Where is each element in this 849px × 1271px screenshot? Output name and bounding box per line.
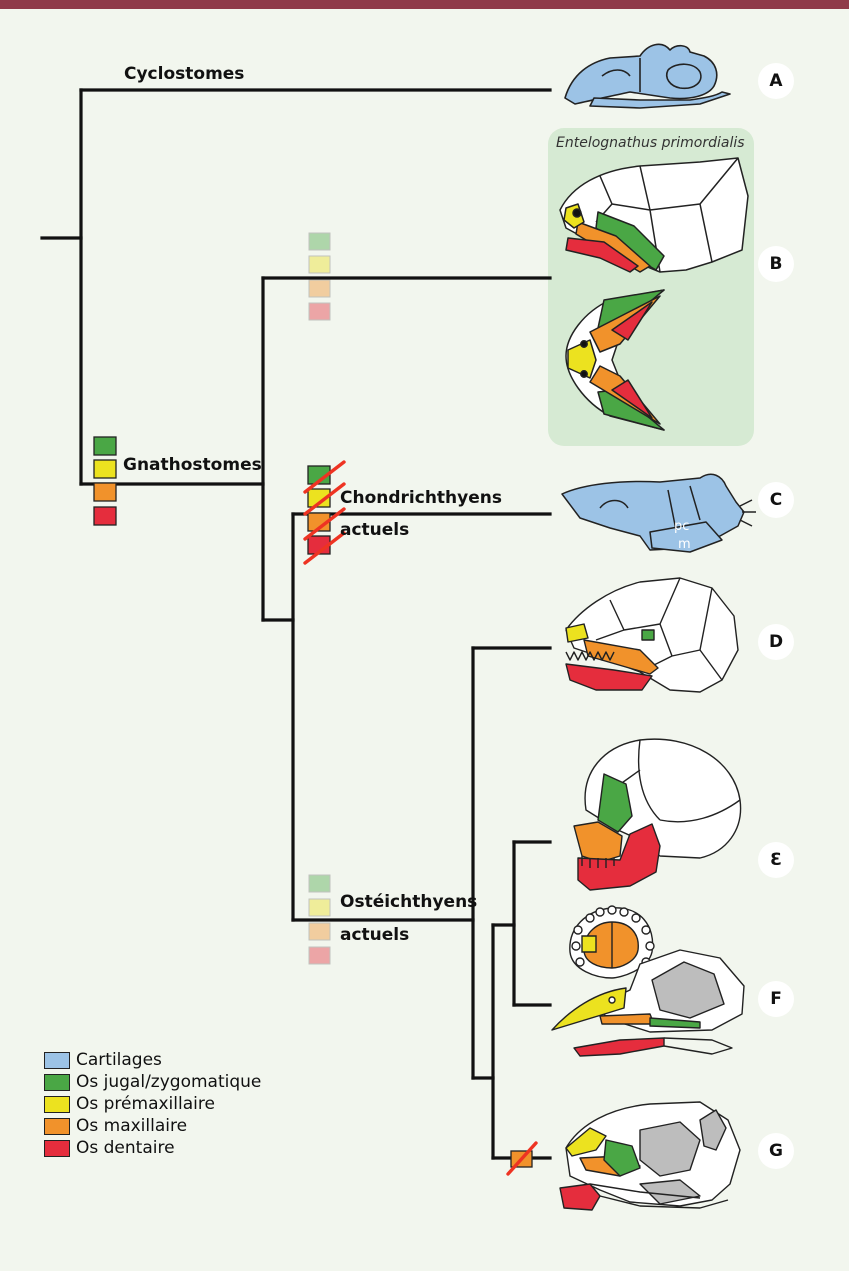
gnathostomes-markers <box>94 437 116 525</box>
chondrichthyens-lost-markers <box>305 462 344 563</box>
skull-g-reptile <box>560 1102 740 1210</box>
marker-dentary <box>94 507 116 525</box>
clade-cyclostomes: Cyclostomes <box>124 64 244 84</box>
legend-item-cartilage: Cartilages <box>44 1049 261 1071</box>
skull-c-shark <box>562 474 756 552</box>
clade-osteichthyens-line1: Ostéichthyens <box>340 892 477 912</box>
legend-item-premaxillary: Os prémaxillaire <box>44 1093 261 1115</box>
panel-letter-e: Ɛ <box>758 842 794 878</box>
panel-letter-d: D <box>758 624 794 660</box>
legend-item-dentary: Os dentaire <box>44 1137 261 1159</box>
header-bar <box>0 0 849 9</box>
marker-maxillary <box>94 483 116 501</box>
skull-d-bony-fish <box>566 578 738 692</box>
legend-swatch <box>44 1140 70 1157</box>
legend-label: Os prémaxillaire <box>76 1094 215 1114</box>
panel-letter-c: C <box>758 482 794 518</box>
clade-chondrichthyens-line2: actuels <box>340 520 409 540</box>
phylogeny-figure: pc m <box>0 9 849 1271</box>
tree-branches <box>42 90 550 1158</box>
legend-swatch <box>44 1096 70 1113</box>
legend-swatch <box>44 1074 70 1091</box>
panel-letter-f: F <box>758 981 794 1017</box>
panel-letter-g: G <box>758 1133 794 1169</box>
marker-jugal <box>94 437 116 455</box>
clade-gnathostomes: Gnathostomes <box>123 455 262 475</box>
label-pc: pc <box>674 519 689 534</box>
clade-chondrichthyens-line1: Chondrichthyens <box>340 488 502 508</box>
species-name-b: Entelognathus primordialis <box>556 135 745 151</box>
legend-item-jugal: Os jugal/zygomatique <box>44 1071 261 1093</box>
label-m: m <box>678 537 691 552</box>
skull-a-cyclostome <box>565 44 730 108</box>
panel-letter-a: A <box>758 63 794 99</box>
skull-e-human <box>574 739 741 890</box>
legend-label: Cartilages <box>76 1050 162 1070</box>
legend-item-maxillary: Os maxillaire <box>44 1115 261 1137</box>
legend: Cartilages Os jugal/zygomatique Os préma… <box>44 1049 261 1159</box>
g-lost-marker <box>508 1143 536 1174</box>
marker-premaxillary <box>94 460 116 478</box>
legend-swatch <box>44 1118 70 1135</box>
legend-swatch <box>44 1052 70 1069</box>
legend-label: Os jugal/zygomatique <box>76 1072 261 1092</box>
legend-label: Os dentaire <box>76 1138 175 1158</box>
panel-letter-b: B <box>758 246 794 282</box>
clade-osteichthyens-line2: actuels <box>340 925 409 945</box>
legend-label: Os maxillaire <box>76 1116 187 1136</box>
